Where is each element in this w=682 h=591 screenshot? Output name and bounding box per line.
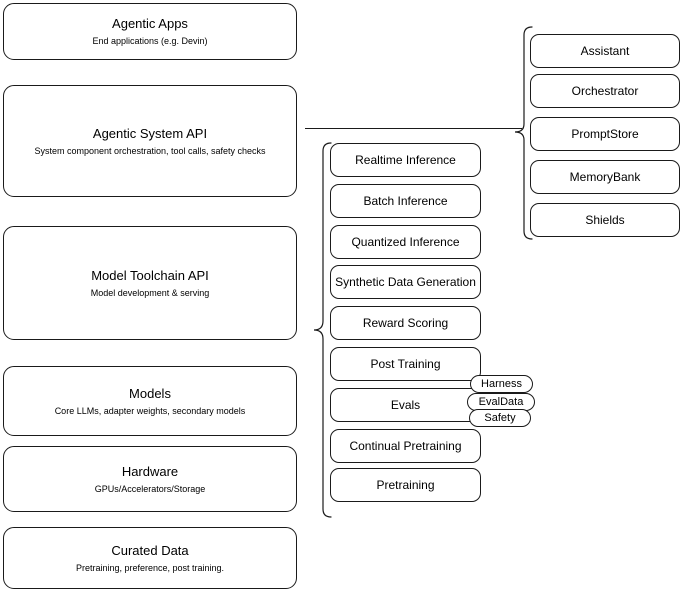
bracket-toolchain bbox=[311, 141, 333, 519]
layer-model-toolchain-api[interactable]: Model Toolchain API Model development & … bbox=[3, 226, 297, 340]
capability-label: Evals bbox=[390, 398, 421, 412]
capability-label: Realtime Inference bbox=[355, 153, 456, 167]
capability-label: Continual Pretraining bbox=[349, 439, 462, 453]
component-label: Assistant bbox=[580, 44, 630, 58]
capability-post-training[interactable]: Post Training bbox=[330, 347, 481, 381]
capability-label: Synthetic Data Generation bbox=[335, 275, 476, 289]
evals-badge-harness[interactable]: Harness bbox=[470, 375, 533, 393]
capability-quantized-inference[interactable]: Quantized Inference bbox=[330, 225, 481, 259]
layer-subtitle: Pretraining, preference, post training. bbox=[75, 562, 225, 573]
layer-subtitle: System component orchestration, tool cal… bbox=[34, 145, 266, 156]
capability-continual-pretraining[interactable]: Continual Pretraining bbox=[330, 429, 481, 463]
capability-label: Reward Scoring bbox=[362, 316, 449, 330]
capability-synthetic-data-generation[interactable]: Synthetic Data Generation bbox=[330, 265, 481, 299]
capability-pretraining[interactable]: Pretraining bbox=[330, 468, 481, 502]
layer-title: Hardware bbox=[121, 463, 179, 479]
connector-line-system-api bbox=[305, 128, 522, 129]
component-assistant[interactable]: Assistant bbox=[530, 34, 680, 68]
component-label: PromptStore bbox=[571, 127, 639, 141]
capability-realtime-inference[interactable]: Realtime Inference bbox=[330, 143, 481, 177]
layer-subtitle: GPUs/Accelerators/Storage bbox=[94, 483, 206, 494]
component-promptstore[interactable]: PromptStore bbox=[530, 117, 680, 151]
capability-evals[interactable]: Evals bbox=[330, 388, 481, 422]
capability-label: Pretraining bbox=[376, 478, 435, 492]
layer-title: Agentic System API bbox=[92, 125, 208, 141]
layer-title: Agentic Apps bbox=[112, 16, 188, 31]
capability-label: Post Training bbox=[370, 357, 441, 371]
evals-badge-safety[interactable]: Safety bbox=[469, 409, 531, 427]
layer-models[interactable]: Models Core LLMs, adapter weights, secon… bbox=[3, 366, 297, 436]
component-orchestrator[interactable]: Orchestrator bbox=[530, 74, 680, 108]
capability-label: Batch Inference bbox=[363, 194, 448, 208]
layer-title: Curated Data bbox=[111, 542, 189, 558]
layer-subtitle: Core LLMs, adapter weights, secondary mo… bbox=[54, 405, 246, 416]
component-label: MemoryBank bbox=[569, 170, 641, 184]
layer-subtitle: End applications (e.g. Devin) bbox=[92, 36, 208, 46]
capability-batch-inference[interactable]: Batch Inference bbox=[330, 184, 481, 218]
component-memorybank[interactable]: MemoryBank bbox=[530, 160, 680, 194]
layer-agentic-system-api[interactable]: Agentic System API System component orch… bbox=[3, 85, 297, 197]
layer-subtitle: Model development & serving bbox=[90, 287, 210, 298]
layer-title: Models bbox=[129, 385, 171, 401]
capability-label: Quantized Inference bbox=[351, 235, 460, 249]
component-label: Orchestrator bbox=[571, 84, 639, 98]
layer-curated-data[interactable]: Curated Data Pretraining, preference, po… bbox=[3, 527, 297, 589]
layer-hardware[interactable]: Hardware GPUs/Accelerators/Storage bbox=[3, 446, 297, 512]
capability-reward-scoring[interactable]: Reward Scoring bbox=[330, 306, 481, 340]
layer-agentic-apps[interactable]: Agentic Apps End applications (e.g. Devi… bbox=[3, 3, 297, 60]
component-label: Shields bbox=[585, 213, 625, 227]
component-shields[interactable]: Shields bbox=[530, 203, 680, 237]
layer-title: Model Toolchain API bbox=[91, 267, 209, 283]
bracket-system-components bbox=[512, 25, 534, 241]
